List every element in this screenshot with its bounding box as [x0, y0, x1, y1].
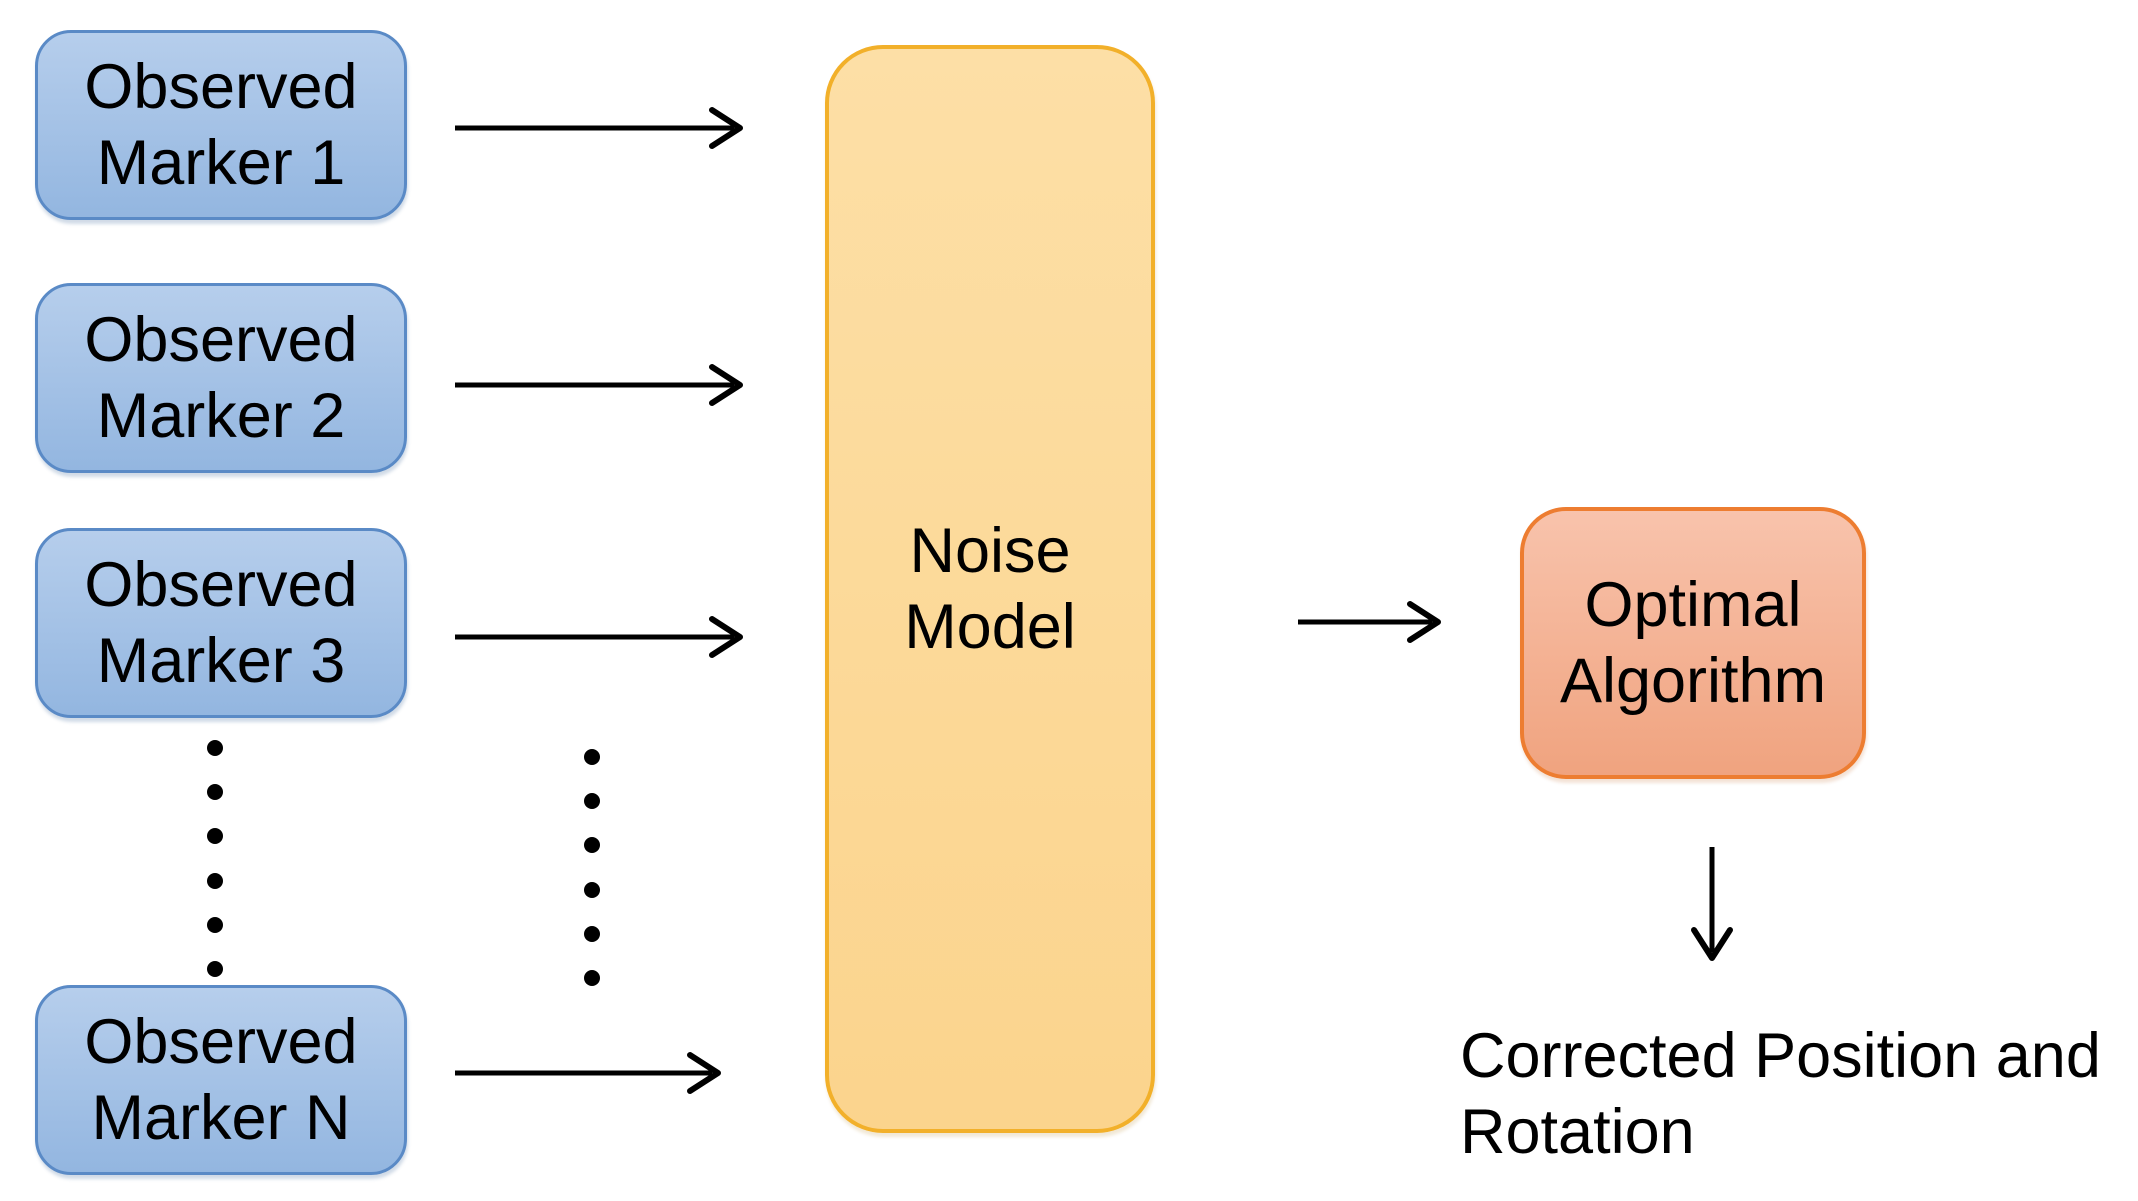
arrow-algorithm-to-output-icon [1691, 847, 1733, 961]
noise-model-node: Noise Model [825, 45, 1155, 1133]
observed-marker-2-label: Observed Marker 2 [84, 304, 358, 451]
corrected-output-label: Corrected Position and Rotation [1460, 1021, 2101, 1168]
observed-marker-3-node: Observed Marker 3 [35, 528, 407, 718]
ellipsis-arrows-icon [584, 749, 600, 986]
arrow-markerN-to-noise-icon [455, 1052, 721, 1094]
observed-marker-n-node: Observed Marker N [35, 985, 407, 1175]
arrow-marker3-to-noise-icon [455, 616, 743, 658]
observed-marker-3-label: Observed Marker 3 [84, 549, 358, 696]
noise-model-label: Noise Model [904, 515, 1076, 662]
arrow-marker1-to-noise-icon [455, 107, 743, 149]
arrow-marker2-to-noise-icon [455, 364, 743, 406]
arrow-noise-to-algorithm-icon [1298, 601, 1441, 643]
ellipsis-markers-icon [207, 740, 223, 977]
observed-marker-n-label: Observed Marker N [84, 1006, 358, 1153]
optimal-algorithm-node: Optimal Algorithm [1520, 507, 1866, 779]
observed-marker-1-label: Observed Marker 1 [84, 51, 358, 198]
observed-marker-1-node: Observed Marker 1 [35, 30, 407, 220]
observed-marker-2-node: Observed Marker 2 [35, 283, 407, 473]
optimal-algorithm-label: Optimal Algorithm [1559, 569, 1827, 716]
